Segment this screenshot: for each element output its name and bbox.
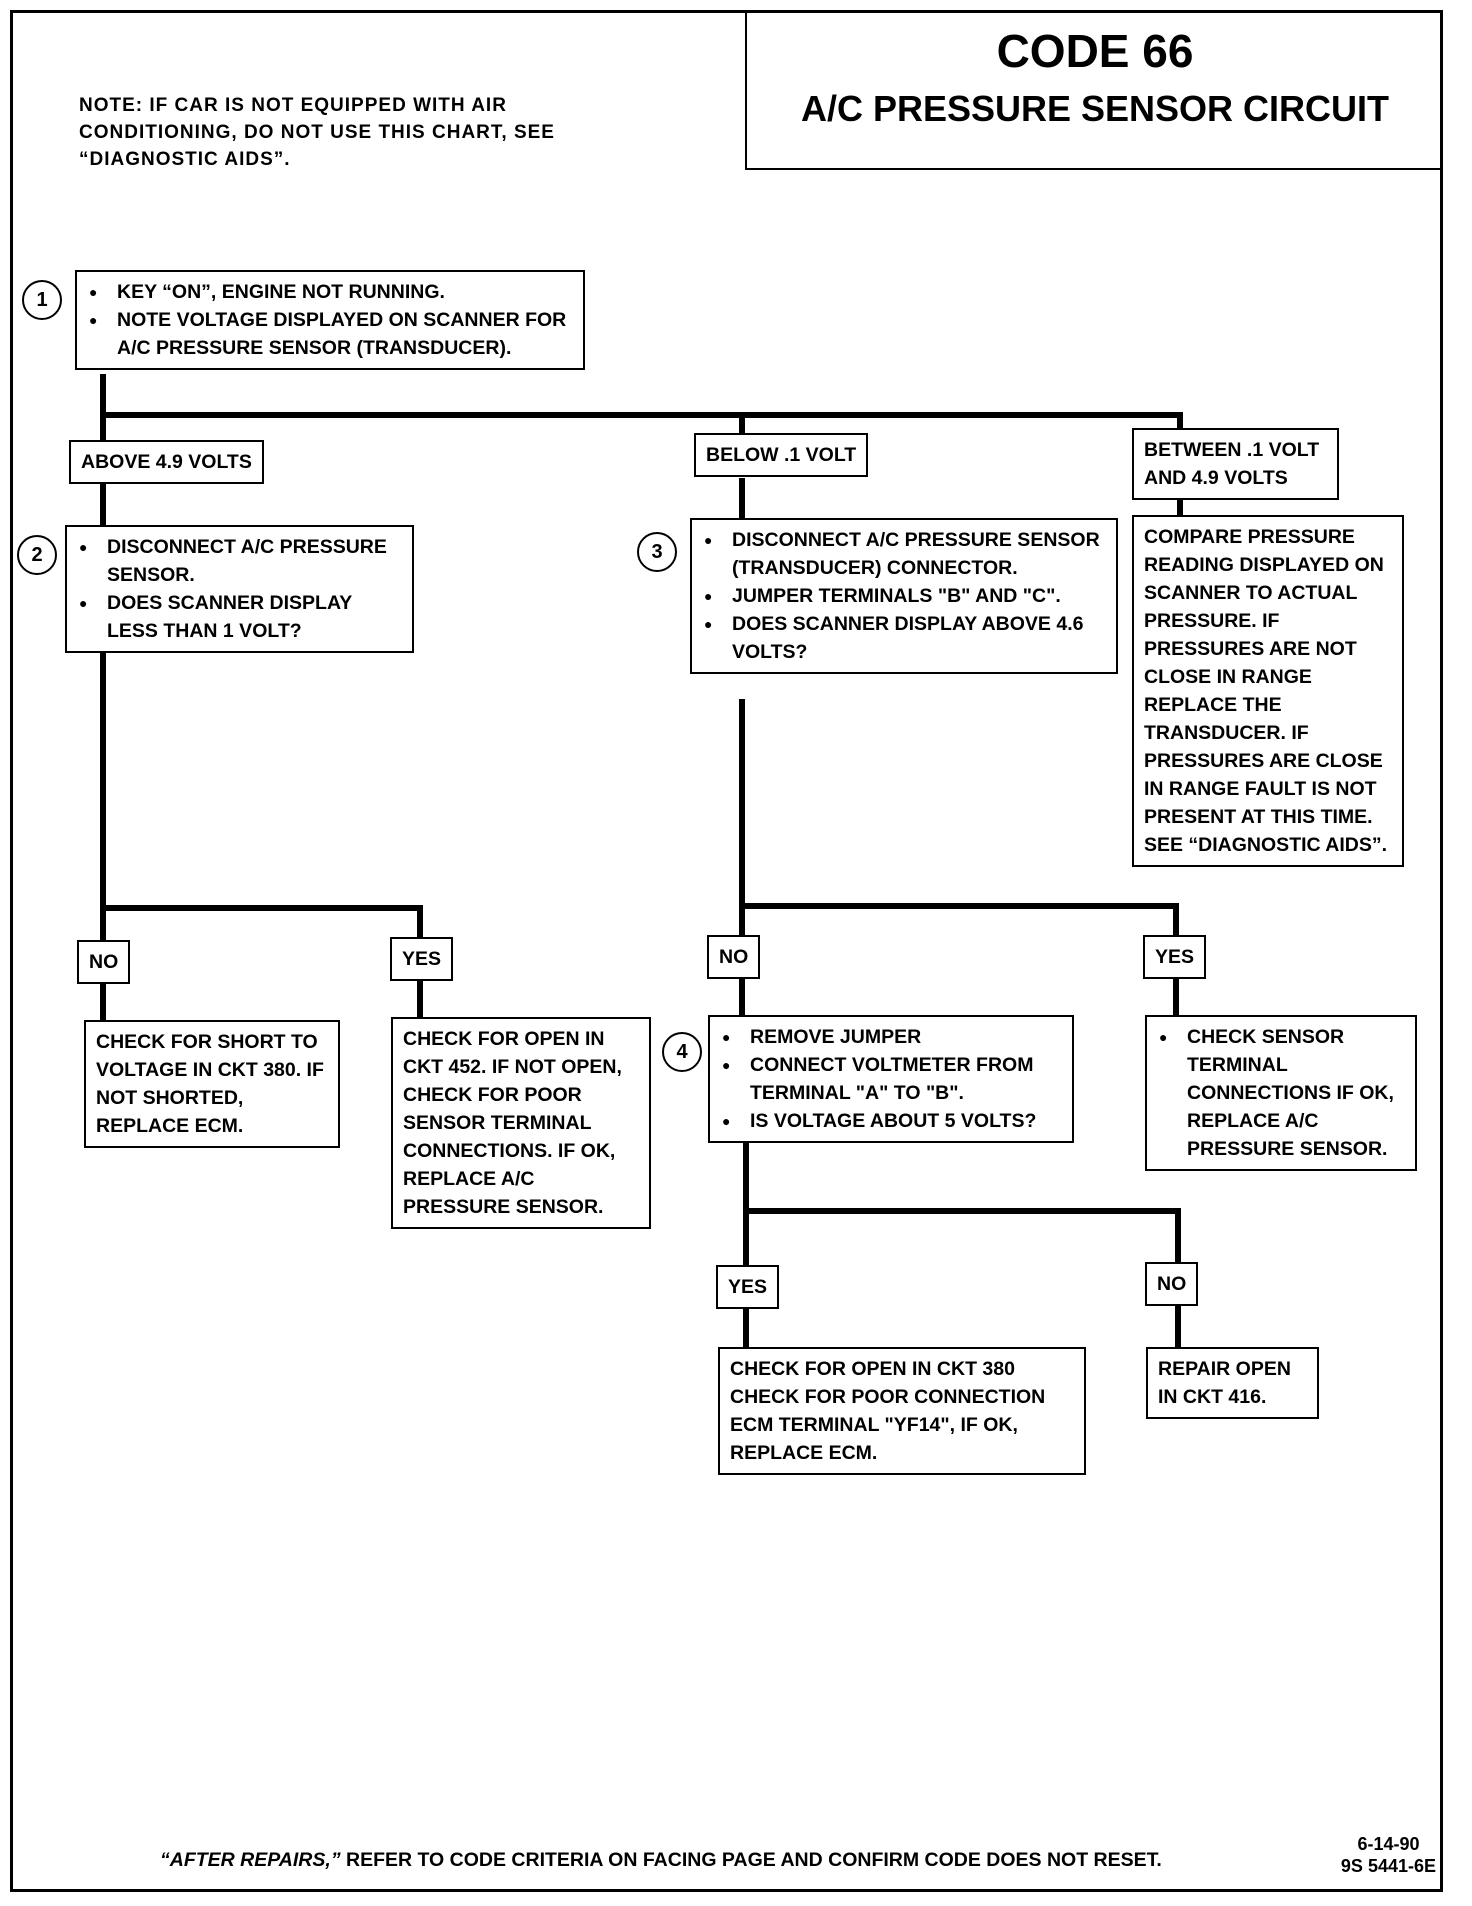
step-3-marker: 3: [637, 532, 677, 572]
chart-subtitle: A/C PRESSURE SENSOR CIRCUIT: [800, 88, 1390, 129]
document-id: 9S 5441-6E: [1340, 1856, 1436, 1876]
step-4-bullet: IS VOLTAGE ABOUT 5 VOLTS?: [720, 1107, 1062, 1135]
step-1-marker: 1: [22, 280, 62, 320]
step-2-no-label: NO: [77, 940, 131, 984]
step-2-box: DISCONNECT A/C PRESSURE SENSOR. DOES SCA…: [65, 525, 414, 653]
step-1-box: KEY “ON”, ENGINE NOT RUNNING. NOTE VOLTA…: [75, 270, 585, 370]
step-3-no-label: NO: [707, 935, 761, 979]
open-ckt452-box: CHECK FOR OPEN IN CKT 452. IF NOT OPEN, …: [391, 1017, 651, 1229]
step-3-bullet: DISCONNECT A/C PRESSURE SENSOR (TRANSDUC…: [702, 526, 1106, 582]
page-frame: [10, 10, 1443, 1892]
step-4-yes-label: YES: [716, 1265, 780, 1309]
step-4-bullet: CONNECT VOLTMETER FROM TERMINAL "A" TO "…: [720, 1051, 1062, 1107]
step-2-bullet: DISCONNECT A/C PRESSURE SENSOR.: [77, 533, 402, 589]
short-to-voltage-box: CHECK FOR SHORT TO VOLTAGE IN CKT 380. I…: [84, 1020, 340, 1148]
step-2-yes-label: YES: [390, 937, 454, 981]
revision-date: 6-14-90: [1357, 1834, 1420, 1854]
equipment-note: NOTE: IF CAR IS NOT EQUIPPED WITH AIR CO…: [79, 95, 555, 170]
step-4-bullet: REMOVE JUMPER: [720, 1023, 1062, 1051]
branch-above-label: ABOVE 4.9 VOLTS: [69, 440, 264, 484]
step-3-bullet: DOES SCANNER DISPLAY ABOVE 4.6 VOLTS?: [702, 610, 1106, 666]
repair-ckt416-box: REPAIR OPEN IN CKT 416.: [1146, 1347, 1319, 1419]
step-3-bullet: JUMPER TERMINALS "B" AND "C".: [702, 582, 1106, 610]
compare-pressure-box: COMPARE PRESSURE READING DISPLAYED ON SC…: [1132, 515, 1404, 867]
step-2-marker: 2: [17, 535, 57, 575]
chart-code-title: CODE 66: [996, 25, 1194, 77]
step-2-bullet: DOES SCANNER DISPLAY LESS THAN 1 VOLT?: [77, 589, 402, 645]
step-1-bullet: KEY “ON”, ENGINE NOT RUNNING.: [87, 278, 573, 306]
title-box: CODE 66 A/C PRESSURE SENSOR CIRCUIT: [745, 10, 1443, 170]
sensor-terminal-box: CHECK SENSOR TERMINAL CONNECTIONS IF OK,…: [1145, 1015, 1417, 1171]
revision-block: 6-14-90 9S 5441-6E: [1341, 1833, 1436, 1877]
step-4-box: REMOVE JUMPER CONNECT VOLTMETER FROM TER…: [708, 1015, 1074, 1143]
step-3-box: DISCONNECT A/C PRESSURE SENSOR (TRANSDUC…: [690, 518, 1118, 674]
open-ckt380-box: CHECK FOR OPEN IN CKT 380 CHECK FOR POOR…: [718, 1347, 1086, 1475]
step-4-marker: 4: [662, 1032, 702, 1072]
step-1-bullet: NOTE VOLTAGE DISPLAYED ON SCANNER FOR A/…: [87, 306, 573, 362]
after-repairs-footer: “AFTER REPAIRS,” REFER TO CODE CRITERIA …: [160, 1849, 1162, 1871]
branch-below-label: BELOW .1 VOLT: [694, 433, 869, 477]
step-4-no-label: NO: [1145, 1262, 1199, 1306]
branch-between-label: BETWEEN .1 VOLT AND 4.9 VOLTS: [1132, 428, 1339, 500]
step-3-yes-label: YES: [1143, 935, 1207, 979]
